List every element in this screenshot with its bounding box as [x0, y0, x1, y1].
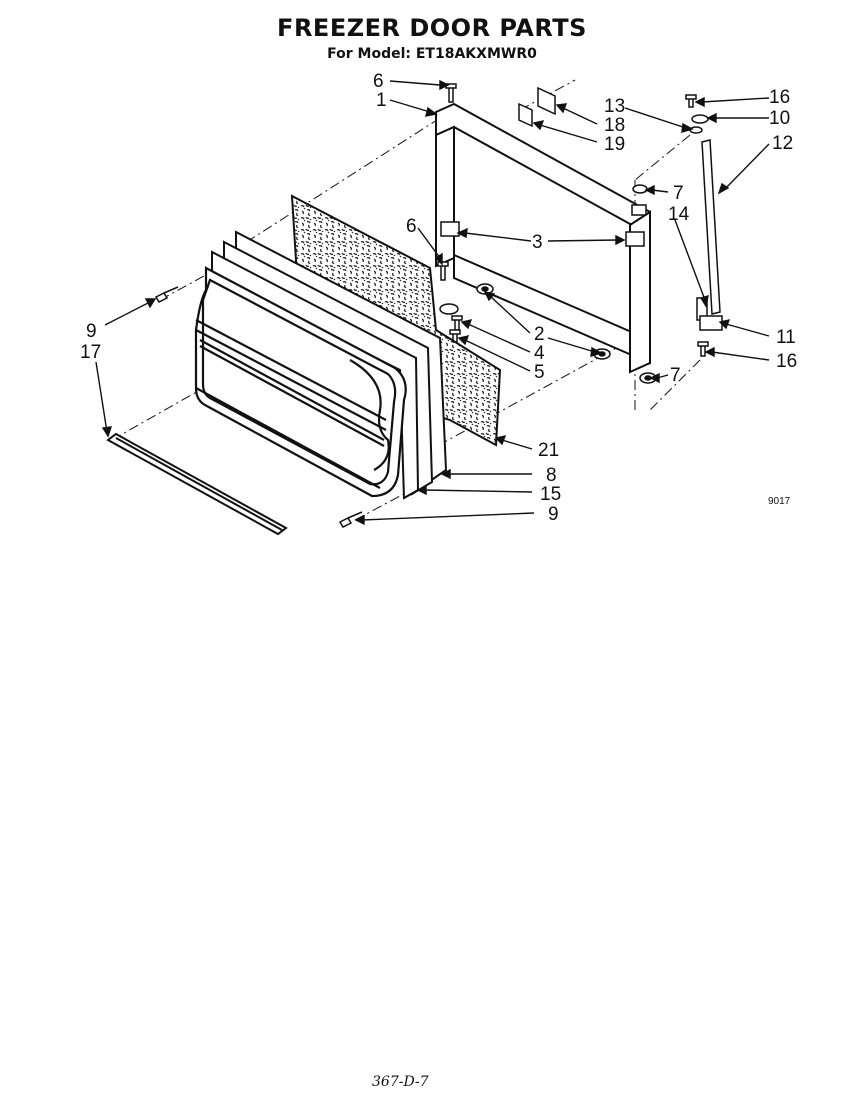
gasket-parts-8-15 — [211, 230, 448, 500]
label-7-bottom: 7 — [670, 365, 681, 386]
label-3: 3 — [532, 232, 543, 253]
trim-strip-part-17 — [106, 432, 288, 536]
label-2: 2 — [534, 324, 545, 345]
label-14: 14 — [668, 204, 690, 225]
label-17: 17 — [80, 342, 101, 363]
model-subtitle: For Model: ET18AKXMWR0 — [327, 46, 537, 62]
label-19: 19 — [604, 134, 625, 155]
label-18: 18 — [604, 115, 625, 136]
label-8: 8 — [546, 465, 557, 486]
label-7-top: 7 — [673, 183, 684, 204]
hinge-assembly-right — [632, 94, 723, 384]
page-footer-code: 367-D-7 — [372, 1074, 429, 1090]
label-11: 11 — [776, 327, 796, 348]
label-21: 21 — [538, 440, 559, 461]
label-16-bottom: 16 — [776, 351, 797, 372]
door-liner — [194, 266, 407, 498]
label-6-mid: 6 — [406, 216, 417, 237]
plate-parts-18-19 — [518, 86, 556, 128]
label-6-top: 6 — [373, 71, 384, 92]
label-9-bottom: 9 — [548, 504, 559, 525]
label-15: 15 — [540, 484, 561, 505]
label-10: 10 — [769, 108, 790, 129]
label-13: 13 — [604, 96, 625, 117]
screw-parts — [154, 83, 463, 528]
label-1: 1 — [376, 90, 387, 111]
label-12: 12 — [772, 133, 793, 154]
diagram-code: 9017 — [768, 496, 791, 507]
part-labels: 6 1 13 18 19 16 10 12 7 14 6 3 2 4 5 7 1… — [80, 71, 797, 525]
hinge-bracket-part-3 — [440, 204, 647, 247]
page-title: FREEZER DOOR PARTS — [277, 14, 587, 42]
label-4: 4 — [534, 343, 545, 364]
label-5: 5 — [534, 362, 545, 383]
label-9-left: 9 — [86, 321, 97, 342]
leader-lines — [95, 79, 770, 526]
label-16-top: 16 — [769, 87, 790, 108]
